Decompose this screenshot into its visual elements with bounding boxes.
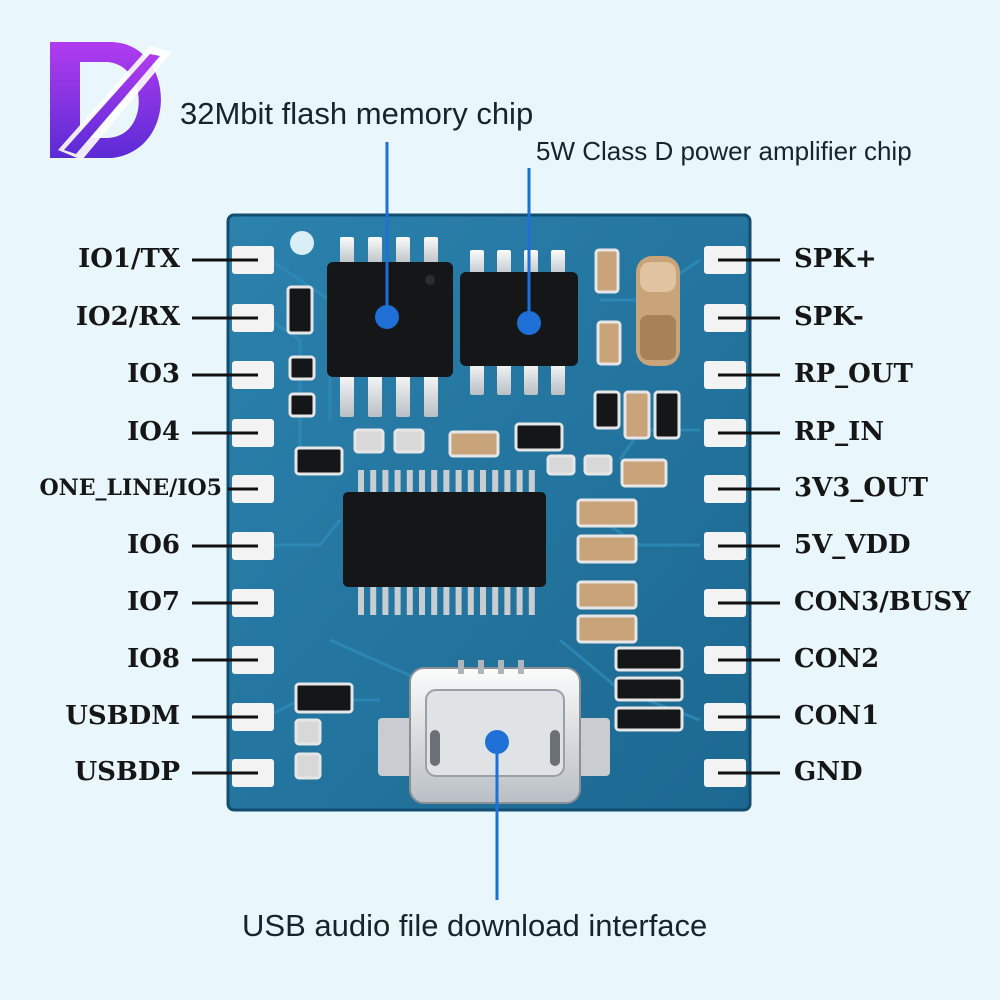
pin-label-right-4: RP_IN: [794, 417, 885, 447]
smd-part: [620, 458, 668, 488]
smd-part: [294, 752, 322, 780]
mcu-pin: [516, 585, 523, 615]
usb-marker: [485, 730, 509, 754]
pin-label-left-10: USBDP: [74, 757, 180, 787]
usb-interface-callout: USB audio file download interface: [242, 908, 708, 943]
mcu-pin: [455, 585, 462, 615]
mcu-pin: [528, 470, 535, 494]
smd-part: [614, 676, 684, 702]
mcu-chip: [343, 470, 546, 615]
pin-label-left-9: USBDM: [65, 701, 180, 731]
usb-connector: [378, 660, 610, 804]
pin-label-right-9: CON1: [794, 701, 880, 731]
smd-part: [576, 614, 638, 644]
mcu-pin: [370, 470, 377, 494]
pin-label-right-3: RP_OUT: [794, 359, 913, 389]
mcu-pin: [394, 585, 401, 615]
amp-chip-callout: 5W Class D power amplifier chip: [536, 136, 912, 166]
mcu-pin: [467, 470, 474, 494]
smd-part: [288, 392, 316, 418]
mcu-pin: [467, 585, 474, 615]
smd-part: [294, 446, 344, 476]
pin-label-right-10: GND: [794, 757, 863, 787]
smd-part: [294, 682, 354, 714]
smd-part: [576, 580, 638, 610]
pin-label-right-5: 3V3_OUT: [794, 473, 929, 503]
mcu-pin: [394, 470, 401, 494]
smd-part: [286, 285, 314, 335]
smd-part: [294, 718, 322, 746]
smd-part: [448, 430, 500, 458]
pin-label-left-5: ONE_LINE/IO5: [39, 475, 222, 501]
pin-label-left-8: IO8: [127, 644, 180, 674]
capacitor: [636, 256, 680, 366]
smd-part: [614, 646, 684, 672]
smd-components: [286, 248, 684, 780]
pin-label-right-6: 5V_VDD: [794, 530, 911, 560]
smd-part: [623, 390, 651, 440]
callout-lines: [385, 142, 531, 900]
pin-label-left-7: IO7: [127, 587, 180, 617]
smd-part: [514, 422, 564, 452]
pin-label-left-6: IO6: [127, 530, 180, 560]
mcu-pin: [443, 585, 450, 615]
mcu-pin: [443, 470, 450, 494]
mcu-pin: [382, 470, 389, 494]
mcu-pin: [419, 470, 425, 494]
amp-chip-marker: [517, 311, 541, 335]
smd-part: [593, 390, 621, 430]
mcu-pin: [406, 470, 413, 494]
pin-label-left-4: IO4: [127, 417, 180, 447]
mcu-pin: [504, 585, 511, 615]
mcu-pin: [492, 470, 499, 494]
pin-label-left-3: IO3: [127, 359, 180, 389]
mcu-pin: [455, 470, 462, 494]
smd-part: [596, 320, 622, 366]
smd-part: [583, 454, 613, 476]
pin-label-right-8: CON2: [794, 644, 880, 674]
smd-part: [393, 428, 425, 454]
smd-part: [653, 390, 681, 440]
mcu-pin: [382, 585, 389, 615]
smd-part: [594, 248, 620, 294]
pin-label-left-1: IO1/TX: [78, 244, 180, 274]
mcu-pin: [480, 470, 486, 494]
pin-label-right-1: SPK+: [794, 244, 877, 274]
smd-part: [576, 498, 638, 528]
mcu-pin: [492, 585, 499, 615]
mcu-pin: [528, 585, 535, 615]
mcu-pin: [431, 470, 438, 494]
mcu-pin: [516, 470, 523, 494]
smd-part: [353, 428, 385, 454]
pin-label-right-7: CON3/BUSY: [794, 587, 971, 617]
smd-part: [288, 355, 316, 381]
mcu-pin: [358, 470, 364, 494]
mcu-pin: [370, 585, 377, 615]
mcu-pin: [480, 585, 486, 615]
pin-label-right-2: SPK-: [794, 302, 864, 332]
mcu-pin: [431, 585, 438, 615]
pin-label-left-2: IO2/RX: [75, 302, 180, 332]
mcu-pin: [419, 585, 425, 615]
flash-chip-callout: 32Mbit flash memory chip: [180, 96, 534, 131]
mcu-pin: [406, 585, 413, 615]
mcu-pin: [358, 585, 364, 615]
smd-part: [614, 706, 684, 732]
smd-part: [576, 534, 638, 564]
flash-chip-marker: [375, 305, 399, 329]
pin-leaders: [192, 258, 780, 775]
mcu-pin: [504, 470, 511, 494]
brand-logo: [50, 42, 172, 160]
smd-part: [546, 454, 576, 476]
